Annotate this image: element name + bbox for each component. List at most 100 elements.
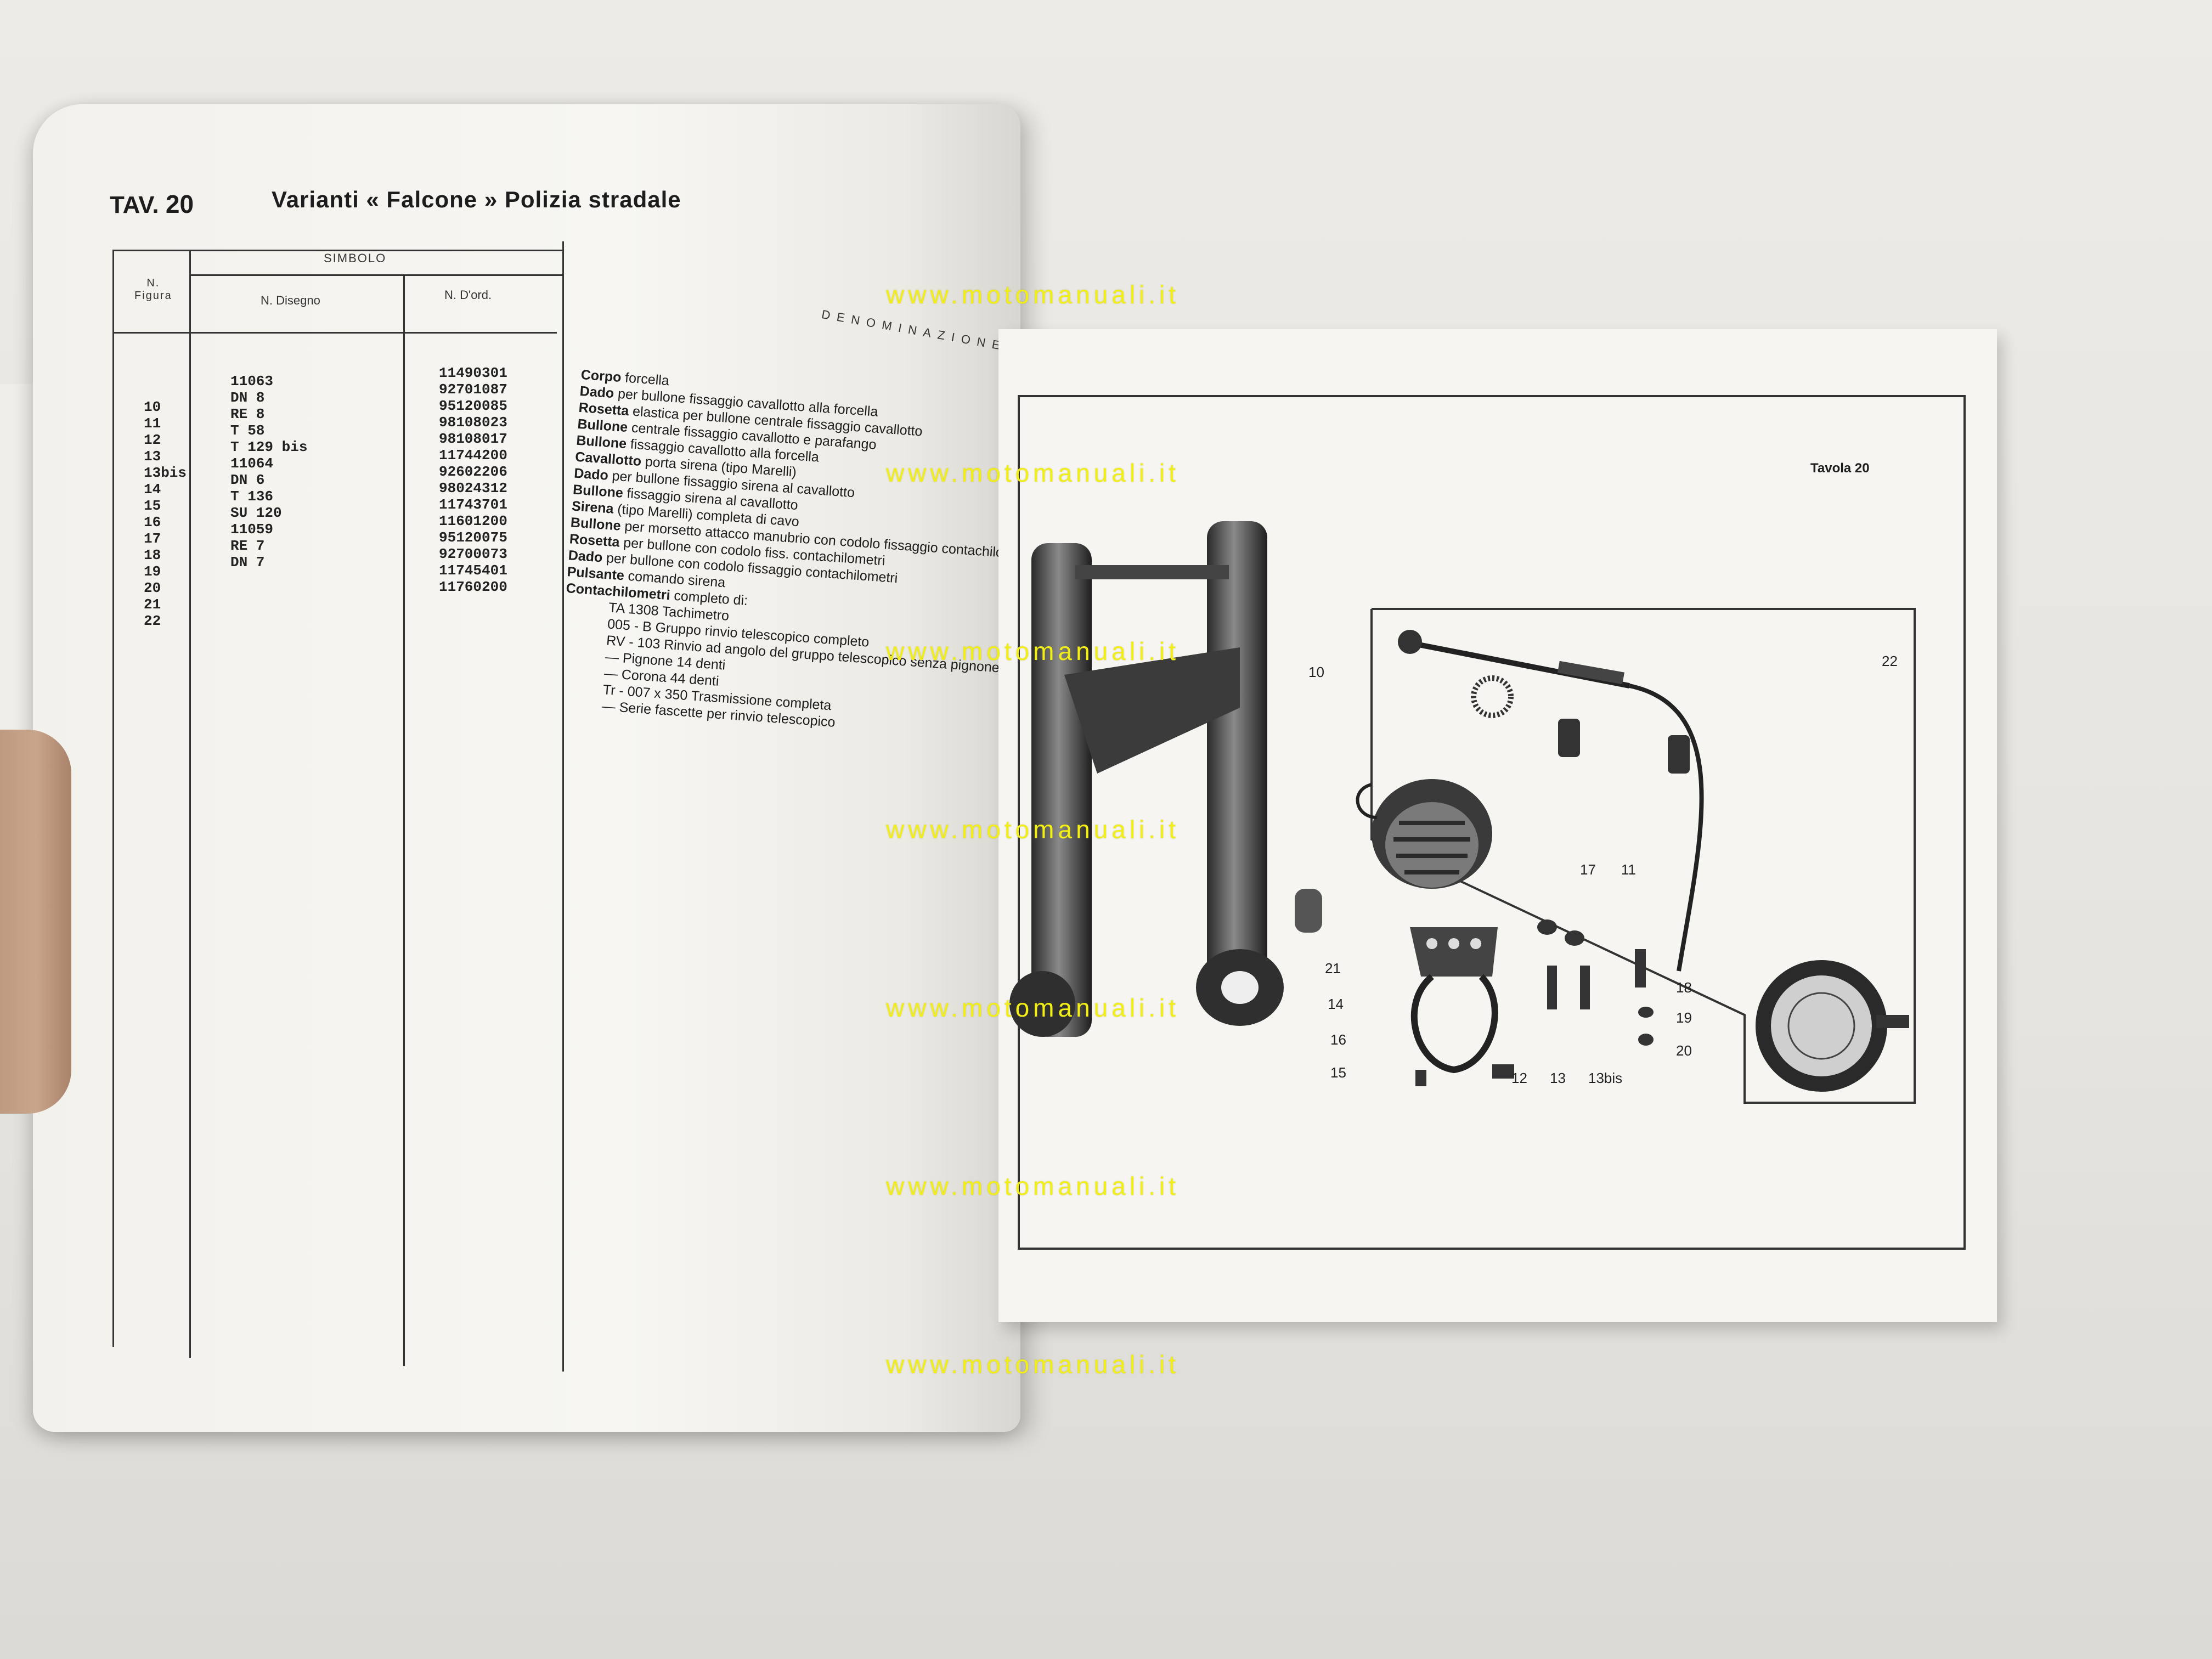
table-cell-figura: 22 — [144, 613, 161, 629]
table-cell-figura: 18 — [144, 547, 161, 563]
part-name: Dado — [567, 548, 603, 566]
table-header-rule — [112, 332, 557, 334]
table-cell-figura: 13bis — [144, 465, 187, 481]
callout-13bis: 13bis — [1588, 1070, 1623, 1086]
part-name: Corpo — [580, 366, 622, 386]
table-cell-disegno: DN 6 — [230, 472, 265, 488]
table-cell-figura: 11 — [144, 415, 161, 432]
callout-10: 10 — [1308, 664, 1324, 680]
bolt-16 — [1492, 1064, 1514, 1079]
callout-18: 18 — [1676, 979, 1692, 996]
callout-19: 19 — [1676, 1009, 1692, 1026]
callout-11: 11 — [1621, 861, 1636, 878]
callout-12: 12 — [1511, 1070, 1527, 1086]
siren-bracket — [1410, 927, 1498, 1074]
left-page — [33, 104, 1020, 1432]
table-cell-figura: 14 — [144, 481, 161, 498]
header-ordine: N. D'ord. — [444, 288, 492, 302]
table-cell-ordine: 11601200 — [439, 513, 507, 529]
watermark: www.motomanuali.it — [886, 459, 1180, 487]
table-cell-ordine: 98024312 — [439, 480, 507, 496]
callout-16: 16 — [1330, 1031, 1346, 1048]
push-button-21 — [1295, 889, 1322, 933]
watermark: www.motomanuali.it — [886, 1350, 1180, 1379]
table-cell-ordine: 11744200 — [439, 447, 507, 464]
table-top-rule — [112, 250, 562, 251]
fork-illustration — [1009, 521, 1284, 1037]
table-left-rule — [112, 250, 114, 1347]
table-cell-ordine: 11743701 — [439, 496, 507, 513]
table-col-rule-3 — [562, 241, 564, 1372]
header-disegno: N. Disegno — [261, 294, 320, 307]
table-cell-figura: 12 — [144, 432, 161, 448]
part-name: Sirena — [571, 498, 614, 517]
watermark: www.motomanuali.it — [886, 280, 1180, 309]
illustration-frame — [1018, 395, 1966, 1250]
gear-ring — [1471, 675, 1514, 718]
watermark: www.motomanuali.it — [886, 994, 1180, 1022]
watermark: www.motomanuali.it — [886, 637, 1180, 665]
table-cell-ordine: 11745401 — [439, 562, 507, 579]
right-page — [998, 329, 1997, 1322]
tavola-label: Tavola 20 — [1810, 461, 1870, 476]
table-col-rule-1 — [189, 250, 191, 1358]
bolt-18 — [1635, 949, 1646, 988]
part-name: Dado — [573, 465, 609, 483]
table-cell-disegno: T 136 — [230, 488, 274, 505]
table-cell-ordine: 92701087 — [439, 381, 507, 398]
tav-label: TAV. — [110, 191, 159, 218]
table-cell-ordine: 98108023 — [439, 414, 507, 431]
bolt-13 — [1547, 966, 1557, 1009]
table-cell-disegno: 11059 — [230, 521, 274, 538]
washer-19 — [1638, 1007, 1654, 1018]
table-cell-figura: 17 — [144, 531, 161, 547]
bolt-15 — [1415, 1070, 1426, 1086]
part-22-frame — [1370, 608, 1916, 1104]
callout-13: 13 — [1550, 1070, 1566, 1086]
table-cell-figura — [144, 382, 187, 399]
callout-15: 15 — [1330, 1064, 1346, 1081]
fork-left-leg — [1031, 543, 1092, 1037]
clamp-2 — [1668, 735, 1690, 774]
table-cell-disegno — [230, 587, 307, 603]
table-cell-figura: 16 — [144, 514, 161, 531]
nut-20 — [1638, 1034, 1654, 1046]
table-cell-ordine: 95120085 — [439, 398, 507, 414]
bolt-13bis — [1580, 966, 1590, 1009]
table-cell-disegno: T 58 — [230, 422, 265, 439]
fork-crossbar — [1075, 565, 1229, 579]
callout-14: 14 — [1328, 996, 1344, 1012]
table-cell-disegno: 11064 — [230, 455, 274, 472]
table-cell-figura: 10 — [144, 399, 161, 415]
siren-illustration — [1356, 779, 1492, 889]
small-parts — [1295, 889, 1654, 1086]
table-cell-disegno: 11063 — [230, 373, 274, 390]
tav-number: 20 — [165, 190, 194, 218]
speedometer-gauge — [1756, 960, 1909, 1092]
table-cell-figura: 15 — [144, 498, 161, 514]
fork-left-dropout — [1009, 971, 1075, 1037]
table-cell-disegno: RE 7 — [230, 538, 265, 554]
header-figura: N. Figura — [134, 277, 172, 302]
callout-20: 20 — [1676, 1042, 1692, 1059]
watermark: www.motomanuali.it — [886, 815, 1180, 844]
table-label: TAV. 20 — [110, 189, 194, 219]
callout-21: 21 — [1325, 960, 1341, 977]
table-cell-disegno: DN 8 — [230, 390, 265, 406]
table-cell-ordine: 11490301 — [439, 365, 507, 381]
table-cell-figura: 13 — [144, 448, 161, 465]
simbolo-rule — [189, 274, 562, 276]
callout-22: 22 — [1882, 653, 1898, 669]
table-cell-ordine: 92700073 — [439, 546, 507, 562]
table-cell-ordine: 11760200 — [439, 579, 507, 595]
watermark: www.motomanuali.it — [886, 1172, 1180, 1200]
fork-crown — [1064, 647, 1240, 774]
table-cell-disegno: DN 7 — [230, 554, 265, 571]
table-cell-figura: 20 — [144, 580, 161, 596]
clamp-1 — [1558, 719, 1580, 757]
table-cell-disegno — [230, 571, 307, 587]
